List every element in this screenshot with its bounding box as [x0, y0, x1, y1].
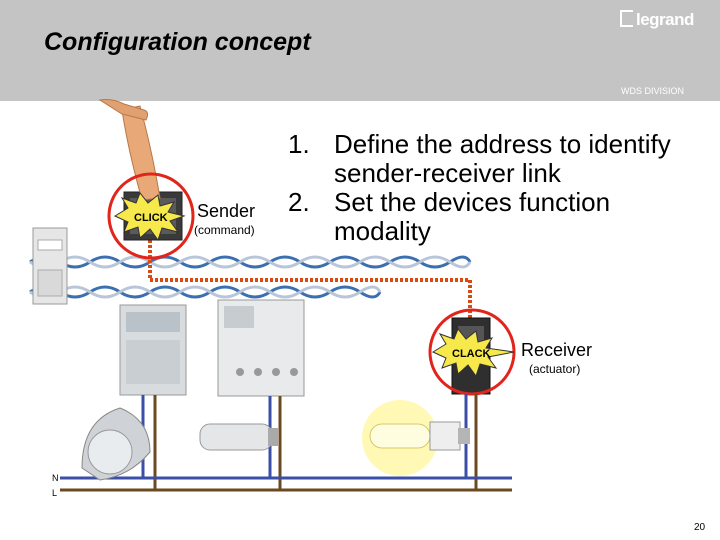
steps-list: 1. Define the address to identify sender-… — [288, 130, 714, 246]
step-text: Set the devices function modality — [334, 187, 611, 246]
step-number: 1. — [288, 129, 310, 159]
receiver-sublabel: (actuator) — [529, 362, 581, 376]
halogen-spot-lamp — [81, 407, 151, 481]
header-bar — [0, 0, 720, 101]
lit-energy-saving-lamp — [362, 400, 470, 476]
step-item: 1. Define the address to identify sender-… — [288, 130, 714, 188]
config-link-path — [148, 240, 472, 320]
page-number: 20 — [694, 522, 706, 533]
control-module-1 — [119, 304, 187, 396]
slide-title: Configuration concept — [44, 28, 311, 56]
click-burst — [113, 192, 186, 242]
step-number: 2. — [288, 187, 310, 217]
division-label: WDS DIVISION — [621, 86, 685, 96]
logo-text: legrand — [636, 10, 694, 29]
sender-highlight-circle — [107, 172, 195, 260]
clack-burst-label: CLACK — [452, 348, 491, 360]
legrand-logo-icon — [620, 10, 633, 27]
finger-pointer — [98, 99, 161, 201]
step-item: 2. Set the devices function modality — [288, 188, 714, 246]
step-text: Define the address to identify sender-re… — [334, 129, 671, 188]
live-label: L — [52, 488, 58, 498]
halogen-capsule-lamp — [199, 423, 278, 451]
power-supply-device — [32, 227, 68, 305]
sender-sublabel: (command) — [194, 223, 255, 237]
bus-cable — [29, 255, 472, 299]
click-burst-label: CLICK — [134, 212, 168, 224]
sender-label: Sender — [197, 201, 256, 221]
dimmer-module — [217, 299, 305, 397]
legrand-logo: legrand — [620, 10, 694, 30]
clack-burst — [431, 328, 515, 378]
neutral-label: N — [52, 473, 59, 483]
receiver-label: Receiver — [521, 340, 593, 360]
